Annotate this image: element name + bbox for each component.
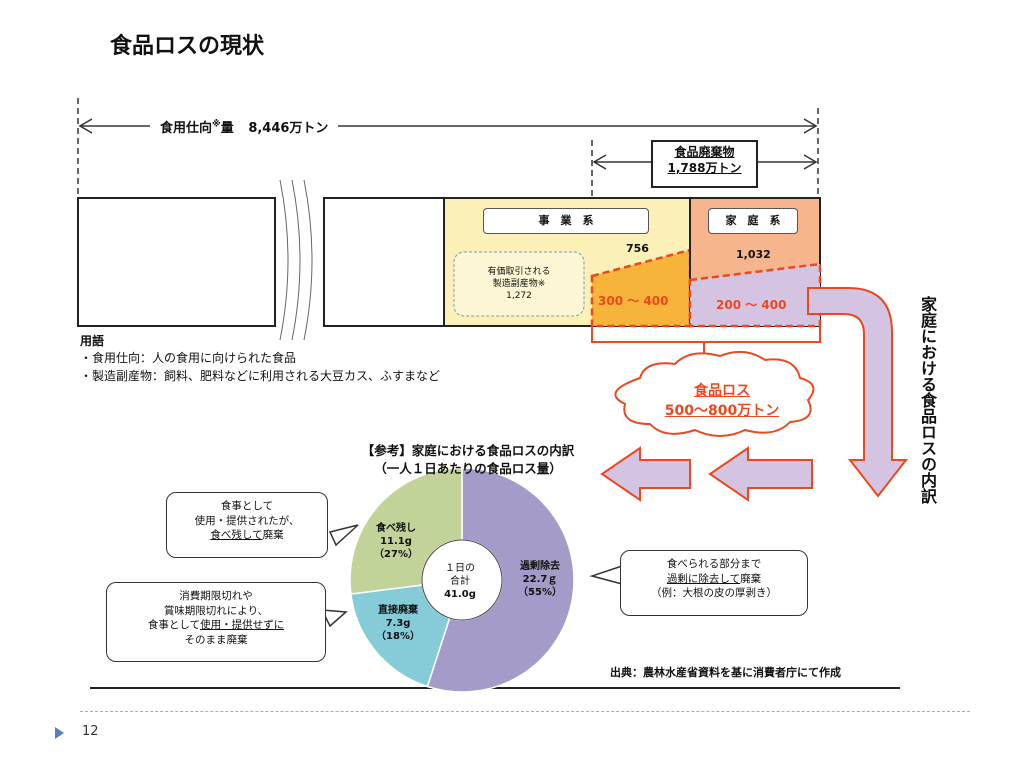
household-breakdown-vertical-label: 家庭における食品ロスの内訳 [918,296,937,504]
left-arrow-2 [708,446,813,502]
byproduct-label: 有価取引される 製造副産物※ 1,272 [455,266,583,302]
byproduct-value: 1,272 [506,291,532,302]
byproduct-line2: 製造副産物※ [492,279,546,290]
business-label: 事 業 系 [483,208,649,234]
terms-block: 用語 ・食用仕向：人の食用に向けられた食品 ・製造副産物：飼料、肥料などに利用さ… [80,333,440,385]
play-icon [55,727,64,739]
left-arrow-1 [600,446,691,502]
supply-arrow-right-head [803,118,818,134]
business-loss-area [592,250,690,326]
pie-leftovers-pct: （27%） [374,549,418,560]
pie-label-direct: 直接廃棄 7.3g （18%） [368,604,428,643]
household-arrow-down [807,287,909,498]
callout-excess-line1: 食べられる部分まで [666,558,762,570]
pie-excess-name: 過剰除去 [520,561,560,572]
loss-label: 食品ロス [694,383,750,399]
waste-arrow-left-head [592,154,607,170]
reference-line-2: （一人１日あたりの食品ロス量） [374,460,562,476]
pie-center-label: １日の 合計 41.0g [428,562,492,601]
pie-chart [349,467,575,693]
callout-pointer-leftovers [328,524,359,547]
supply-box-2 [323,197,445,327]
callout-pointer-direct [320,609,348,628]
reference-line-1: 【参考】家庭における食品ロスの内訳 [361,443,575,458]
callout-leftovers-line3b: 廃棄 [262,529,284,542]
business-amount: 756 [626,242,649,255]
pie-center-value: 41.0g [444,589,476,600]
callout-excess-line2b: 廃棄 [740,572,762,585]
supply-arrow-left-head [78,118,93,134]
pie-direct-name: 直接廃棄 [378,605,418,616]
pie-leftovers-grams: 11.1g [380,536,412,547]
household-label: 家 庭 系 [708,208,798,234]
waste-arrow-right-head [803,154,818,170]
callout-excess-line3: （例：大根の皮の厚剥き） [651,587,777,600]
callout-direct-line2: 賞味期限切れにより、 [163,604,269,617]
break-mark-2 [291,179,301,341]
break-mark-1 [279,179,289,341]
pie-label-leftovers: 食べ残し 11.1g （27%） [366,522,426,561]
supply-label: 食用仕向※量 8,446万トン [150,117,339,136]
supply-label-prefix: 食用仕向 [160,121,213,136]
pie-direct-grams: 7.3g [385,618,411,629]
loss-bracket [591,326,821,343]
terms-line-1: ・食用仕向：人の食用に向けられた食品 [80,351,297,366]
byproduct-line1: 有価取引される [487,267,551,277]
supply-value: 8,446万トン [248,121,329,136]
callout-direct-line3a: 食事として [147,619,201,632]
household-loss-area [690,264,820,326]
waste-total-box: 食品廃棄物 1,788万トン [651,140,758,188]
callout-leftovers-line1: 食事として [220,500,274,512]
reference-title: 【参考】家庭における食品ロスの内訳 （一人１日あたりの食品ロス量） [338,442,598,477]
byproduct-box [453,251,585,317]
pie-direct-pct: （18%） [376,631,420,642]
pie-excess-pct: （55%） [518,587,562,598]
callout-leftovers-line2: 使用・提供されたが、 [194,514,300,527]
slide-number: 12 [82,724,99,739]
household-loss: 200 ～ 400 [716,298,787,312]
pie-center-line2: 合計 [450,576,470,587]
waste-total-value: 1,788万トン [667,161,742,176]
callout-direct-line1: 消費期限切れや [179,590,253,602]
household-amount: 1,032 [736,248,771,261]
waste-total-label: 食品廃棄物 [674,145,735,159]
callout-leftovers: 食事として 使用・提供されたが、 食べ残して廃棄 [166,492,328,558]
supply-box-1 [77,197,276,327]
business-loss: 300 ～ 400 [598,294,669,308]
callout-pointer-excess [589,564,623,585]
terms-heading: 用語 [80,334,105,348]
loss-label-group: 食品ロス 500～800万トン [640,382,804,421]
pie-center-hole [421,539,503,621]
source-note: 出典：農林水産省資料を基に消費者庁にて作成 [610,666,841,679]
loss-cloud [614,350,815,437]
callout-excess-line2a: 過剰に除去して [666,572,741,585]
supply-label-mark: ※ [212,119,221,130]
pie-label-excess: 過剰除去 22.7ｇ （55%） [508,560,572,599]
callout-direct-line3b: 使用・提供せずに [200,619,285,632]
callout-leftovers-line3a: 食べ残して [210,529,263,542]
pie-leftovers-name: 食べ残し [376,523,416,534]
loss-value: 500～800万トン [664,402,780,419]
supply-label-suffix: 量 [220,121,234,136]
callout-excess: 食べられる部分まで 過剰に除去して廃棄 （例：大根の皮の厚剥き） [620,550,808,616]
pie-center-line1: １日の [445,563,475,574]
footer-divider [80,711,970,712]
callout-direct: 消費期限切れや 賞味期限切れにより、 食事として使用・提供せずに そのまま廃棄 [106,582,326,662]
terms-line-2: ・製造副産物：飼料、肥料などに利用される大豆カス、ふすまなど [80,368,441,383]
break-mark-3 [303,179,313,341]
callout-direct-line4: そのまま廃棄 [184,634,248,647]
page-title: 食品ロスの現状 [110,34,265,59]
pie-excess-grams: 22.7ｇ [522,574,558,585]
